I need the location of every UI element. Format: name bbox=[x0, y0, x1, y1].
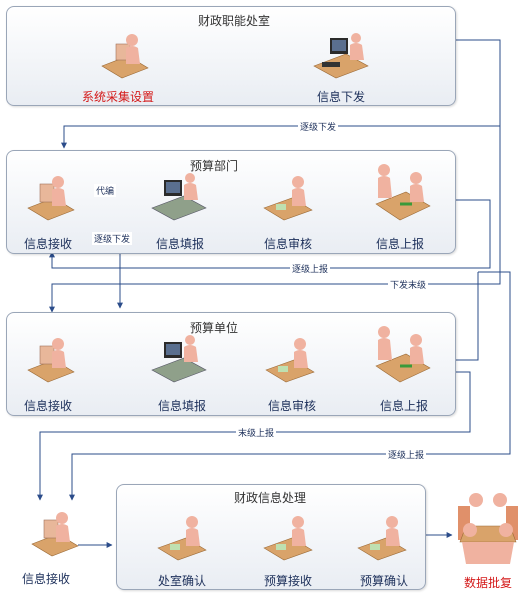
label-budget-confirm: 预算确认 bbox=[359, 574, 409, 588]
info-fill-icon bbox=[151, 173, 207, 221]
office-confirm-icon bbox=[157, 516, 207, 561]
flow-label-down2: 逐级下发 bbox=[92, 232, 133, 245]
label-dept-receive: 信息接收 bbox=[23, 237, 73, 251]
label-final-receive: 信息接收 bbox=[21, 572, 71, 586]
panel-budget-unit-title: 预算单位 bbox=[189, 321, 239, 335]
flow-line-up-end bbox=[37, 371, 471, 501]
final-receive-icon bbox=[31, 512, 79, 557]
label-dept-report: 信息上报 bbox=[375, 237, 425, 251]
unit-info-receive-icon bbox=[27, 338, 75, 383]
flow-label-up1: 逐级上报 bbox=[290, 262, 331, 275]
label-unit-report: 信息上报 bbox=[379, 399, 429, 413]
unit-info-report-icon bbox=[375, 326, 431, 383]
unit-info-fill-icon bbox=[151, 335, 207, 383]
label-dept-review: 信息审核 bbox=[263, 237, 313, 251]
flow-label-proxy: 代编 bbox=[94, 184, 117, 197]
label-office-confirm: 处室确认 bbox=[157, 574, 207, 588]
info-report-icon bbox=[375, 164, 431, 221]
panel-finance-office bbox=[6, 6, 456, 106]
meeting-table-icon bbox=[458, 493, 518, 564]
flow-label-down-end: 下发末级 bbox=[388, 278, 429, 291]
computer-workstation-icon bbox=[313, 33, 369, 79]
flow-label-up-end: 末级上报 bbox=[236, 426, 277, 439]
budget-confirm-icon bbox=[357, 516, 407, 561]
label-system-config: 系统采集设置 bbox=[81, 90, 155, 104]
label-dept-fill: 信息填报 bbox=[155, 237, 205, 251]
label-data-approval: 数据批复 bbox=[463, 576, 513, 590]
flow-line-up2 bbox=[69, 271, 511, 501]
system-config-icon bbox=[101, 34, 149, 79]
label-budget-receive: 预算接收 bbox=[263, 574, 313, 588]
label-unit-review: 信息审核 bbox=[267, 399, 317, 413]
flow-line-down-end bbox=[49, 126, 501, 313]
flow-line-p2-report bbox=[49, 199, 491, 269]
label-info-dispatch: 信息下发 bbox=[316, 90, 366, 104]
label-unit-fill: 信息填报 bbox=[157, 399, 207, 413]
budget-receive-icon bbox=[263, 516, 313, 561]
unit-info-review-icon bbox=[265, 338, 315, 383]
panel-finance-processing-title: 财政信息处理 bbox=[233, 491, 307, 505]
panel-finance-office-title: 财政职能处室 bbox=[197, 14, 271, 28]
panel-budget-department-title: 预算部门 bbox=[189, 159, 239, 173]
flow-line-p3-report bbox=[455, 272, 479, 361]
flow-label-down1: 逐级下发 bbox=[298, 120, 339, 133]
label-unit-receive: 信息接收 bbox=[23, 399, 73, 413]
info-receive-icon bbox=[27, 176, 75, 221]
flow-label-up2: 逐级上报 bbox=[386, 448, 427, 461]
panel-finance-processing bbox=[116, 484, 426, 590]
info-review-icon bbox=[263, 176, 313, 221]
